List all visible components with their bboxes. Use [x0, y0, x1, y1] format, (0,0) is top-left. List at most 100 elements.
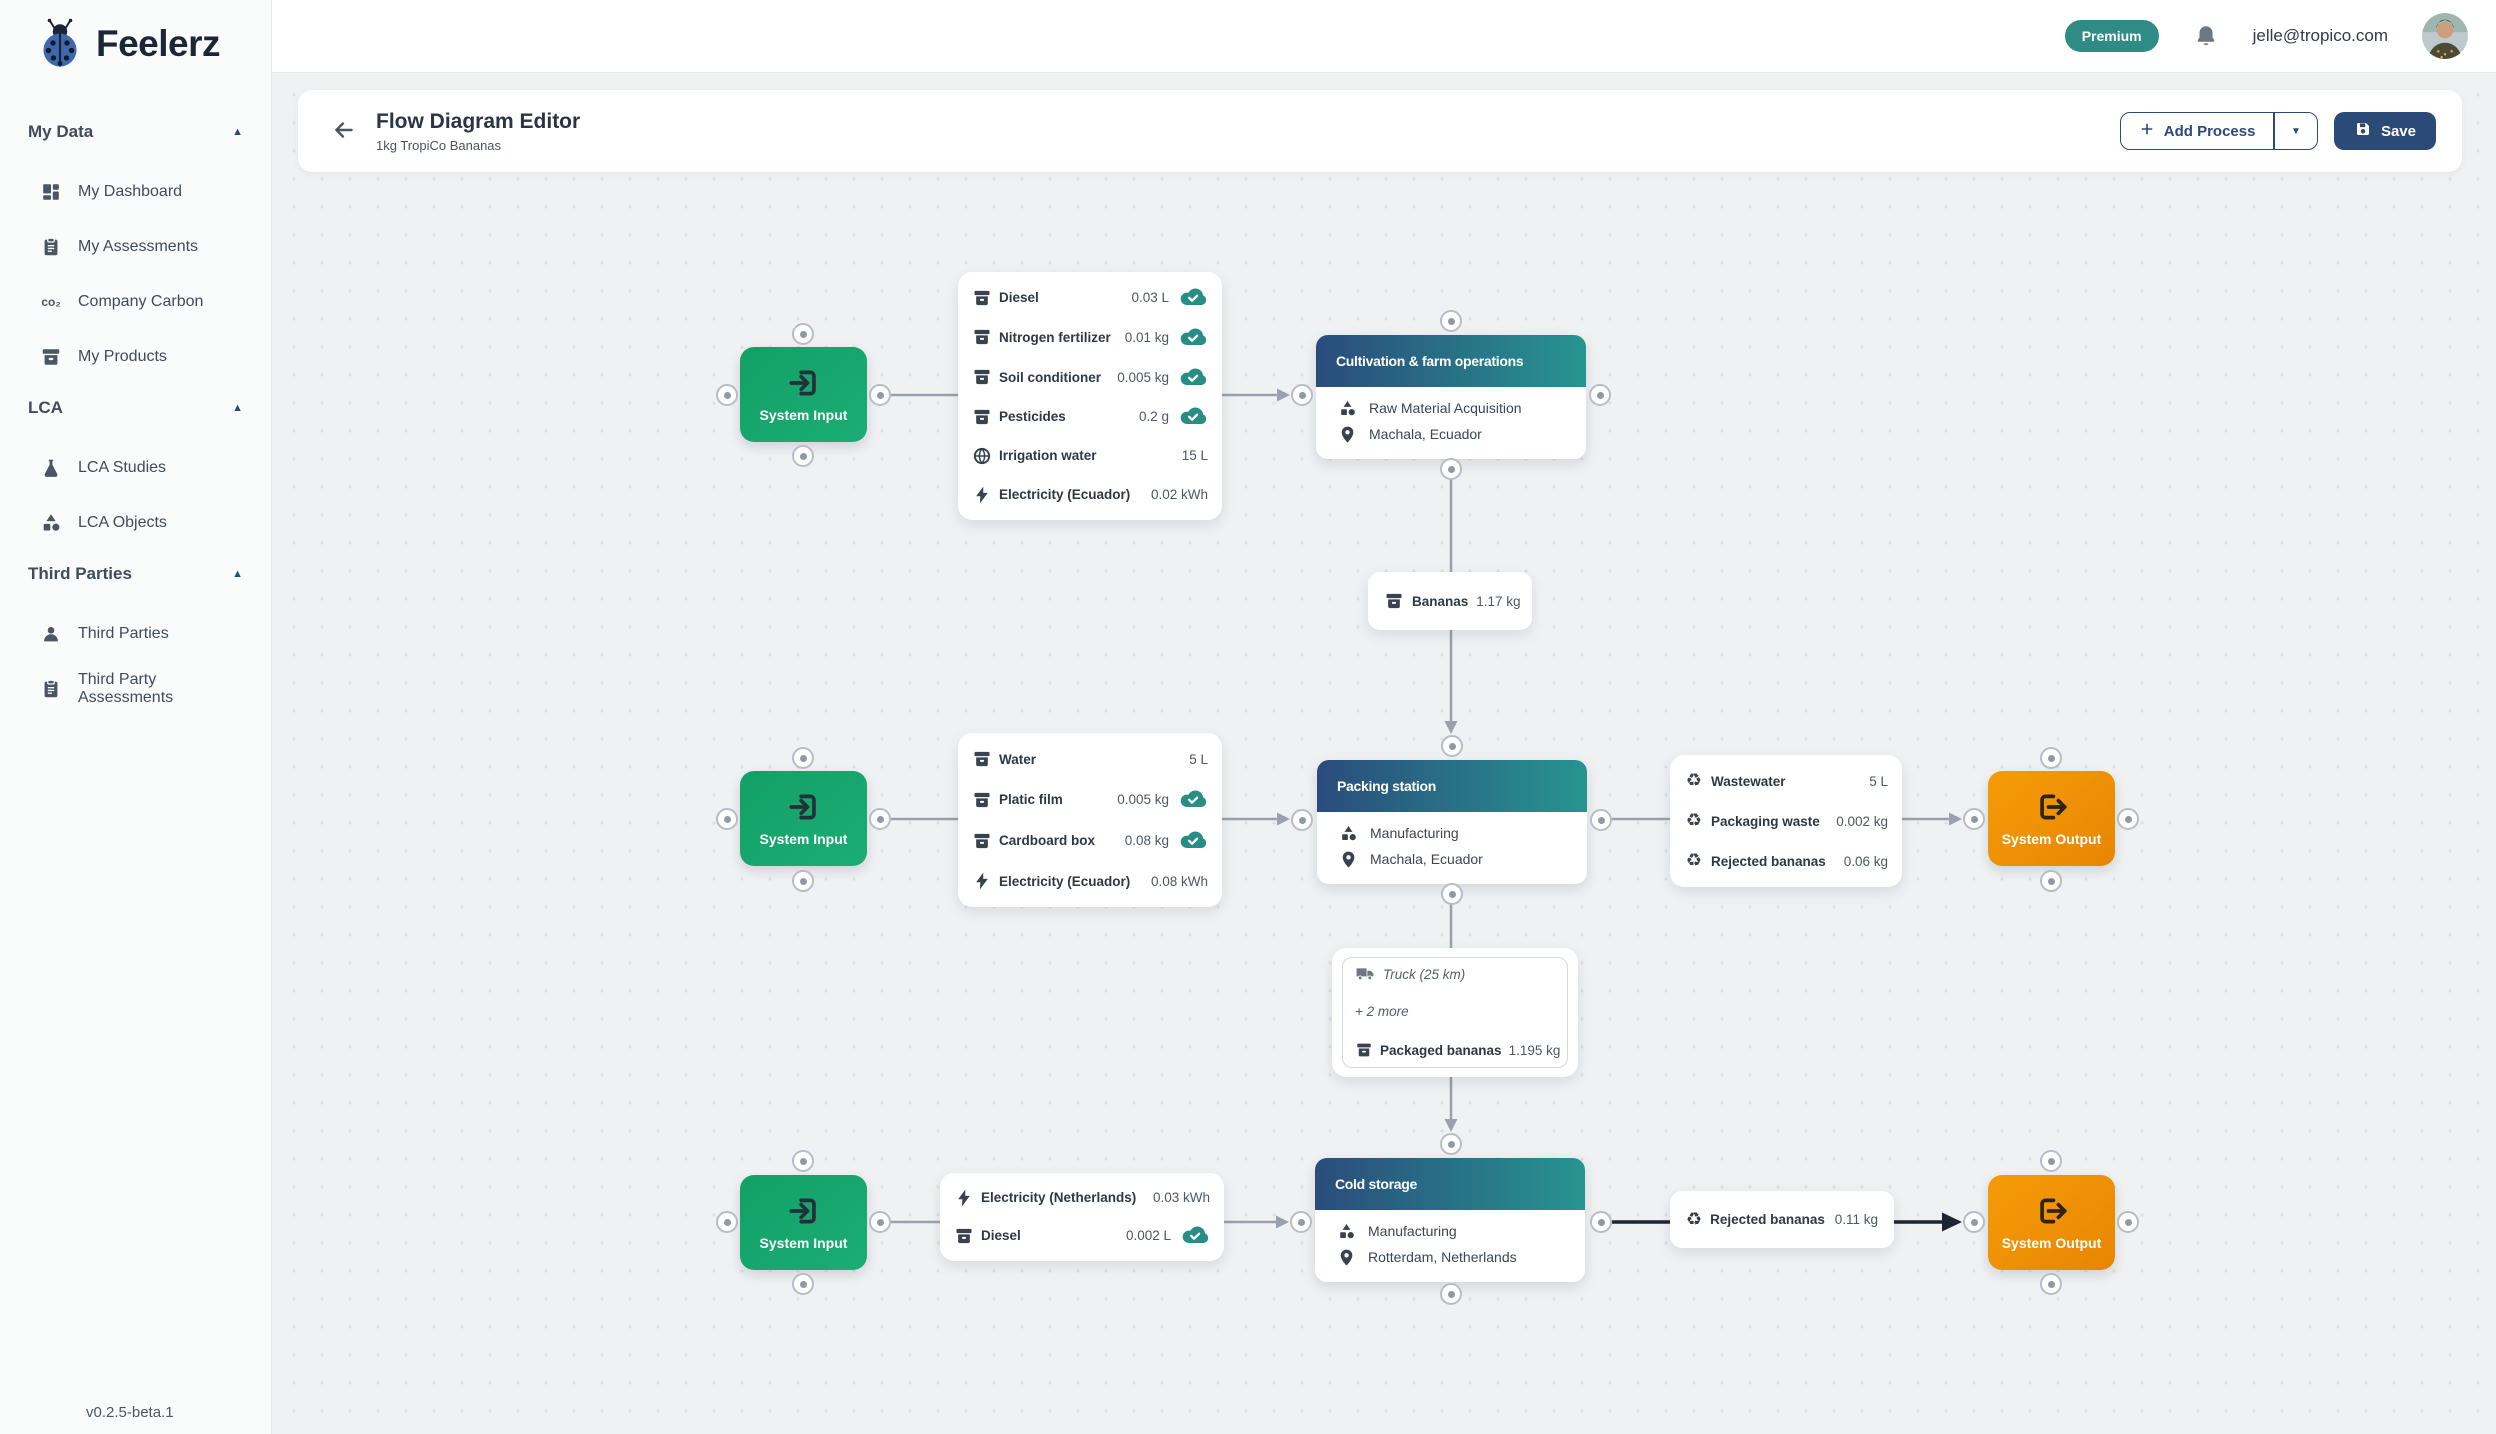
material-icon: [1384, 591, 1404, 611]
save-floppy-icon: [2354, 120, 2372, 142]
sidebar-item-third-parties[interactable]: Third Parties: [0, 606, 271, 661]
process-node-header: Packing station: [1317, 760, 1587, 812]
connection-handle[interactable]: [2040, 747, 2062, 769]
connection-handle[interactable]: [716, 808, 738, 830]
avatar[interactable]: [2422, 13, 2468, 59]
flow-item-row[interactable]: Soil conditioner 0.005 kg: [958, 367, 1222, 388]
flow-item-row[interactable]: ♻ Wastewater 5 L: [1685, 770, 1888, 791]
edge-label-bananas[interactable]: Bananas 1.17 kg: [1368, 572, 1532, 630]
transport-cargo: Packaged bananas 1.195 kg: [1355, 1041, 1560, 1059]
notifications-bell-icon[interactable]: [2193, 23, 2219, 49]
system-input-node[interactable]: System Input: [740, 1175, 867, 1270]
connection-handle[interactable]: [869, 808, 891, 830]
sidebar-section-my-data[interactable]: My Data ▲: [0, 108, 271, 156]
sidebar-section-third-parties[interactable]: Third Parties ▲: [0, 550, 271, 598]
connection-handle[interactable]: [2040, 1150, 2062, 1172]
process-node-packing[interactable]: Packing station Manufacturing Machala, E…: [1317, 760, 1587, 884]
sidebar-item-lca-objects[interactable]: LCA Objects: [0, 495, 271, 550]
system-output-node[interactable]: System Output: [1988, 771, 2115, 866]
flow-item-row[interactable]: Diesel 0.03 L: [958, 287, 1222, 308]
app-logo[interactable]: Feelerz: [34, 16, 221, 72]
connection-handle[interactable]: [1440, 1133, 1462, 1155]
connection-handle[interactable]: [1440, 1283, 1462, 1305]
connection-handle[interactable]: [1291, 809, 1313, 831]
connection-handle[interactable]: [1441, 735, 1463, 757]
map-pin-icon: [1338, 425, 1357, 444]
sidebar-item-label: Third Parties: [78, 624, 169, 642]
electricity-icon: [972, 485, 992, 505]
flow-item-row[interactable]: Diesel 0.002 L: [940, 1225, 1224, 1246]
connection-handle[interactable]: [1290, 1211, 1312, 1233]
page-title: Flow Diagram Editor: [376, 110, 581, 134]
process-stage: Raw Material Acquisition: [1316, 395, 1586, 421]
connection-handle[interactable]: [792, 870, 814, 892]
connection-handle[interactable]: [869, 1211, 891, 1233]
connection-handle[interactable]: [2117, 1211, 2139, 1233]
connection-handle[interactable]: [792, 1150, 814, 1172]
sidebar-item-my-dashboard[interactable]: My Dashboard: [0, 164, 271, 219]
page-titles: Flow Diagram Editor 1kg TropiCo Bananas: [376, 109, 580, 152]
flow-item-row[interactable]: Electricity (Ecuador) 0.02 kWh: [958, 485, 1222, 505]
system-output-node[interactable]: System Output: [1988, 1175, 2115, 1270]
node-label: System Input: [759, 407, 848, 423]
save-button[interactable]: Save: [2333, 112, 2436, 150]
flow-item-row[interactable]: ♻ Packaging waste 0.002 kg: [1685, 810, 1888, 831]
add-process-button[interactable]: Add Process: [2121, 113, 2274, 149]
connection-handle[interactable]: [1441, 883, 1463, 905]
flow-item-row[interactable]: Electricity (Ecuador) 0.08 kWh: [958, 871, 1222, 891]
sidebar-item-lca-studies[interactable]: LCA Studies: [0, 440, 271, 495]
material-icon: [1355, 1041, 1373, 1059]
system-input-node[interactable]: System Input: [740, 347, 867, 442]
connection-handle[interactable]: [869, 384, 891, 406]
connection-handle[interactable]: [1590, 1211, 1612, 1233]
flask-icon: [40, 457, 62, 479]
process-node-body: Manufacturing Rotterdam, Netherlands: [1315, 1210, 1585, 1282]
system-input-node[interactable]: System Input: [740, 771, 867, 866]
system-input-icon: [787, 366, 821, 400]
flow-item-row[interactable]: Pesticides 0.2 g: [958, 406, 1222, 427]
process-node-cultivation[interactable]: Cultivation & farm operations Raw Materi…: [1316, 335, 1586, 459]
flow-item-row[interactable]: Nitrogen fertilizer 0.01 kg: [958, 327, 1222, 348]
sidebar-item-third-party-assessments[interactable]: Third Party Assessments: [0, 661, 271, 716]
connection-handle[interactable]: [1291, 384, 1313, 406]
input-list-packing: Water 5 L Platic film 0.005 kg Cardboard…: [958, 733, 1222, 907]
flow-item-row[interactable]: Platic film 0.005 kg: [958, 789, 1222, 810]
connection-handle[interactable]: [716, 1211, 738, 1233]
flow-item-row[interactable]: Electricity (Netherlands) 0.03 kWh: [940, 1188, 1224, 1208]
sidebar-item-company-carbon[interactable]: co₂ Company Carbon: [0, 274, 271, 329]
edge-arrowhead: [1444, 721, 1458, 734]
connection-handle[interactable]: [1963, 808, 1985, 830]
connection-handle[interactable]: [1589, 384, 1611, 406]
add-process-dropdown-button[interactable]: ▼: [2275, 113, 2317, 149]
flow-item-row[interactable]: Water 5 L: [958, 749, 1222, 769]
connection-handle[interactable]: [792, 1273, 814, 1295]
back-button[interactable]: [324, 111, 364, 151]
edge-label-transport[interactable]: Truck (25 km) + 2 more Packaged bananas …: [1332, 948, 1578, 1077]
sidebar-section-lca[interactable]: LCA ▲: [0, 384, 271, 432]
topbar: Premium jelle@tropico.com: [272, 0, 2496, 73]
connection-handle[interactable]: [1963, 1211, 1985, 1233]
flow-item-row[interactable]: Cardboard box 0.08 kg: [958, 830, 1222, 851]
connection-handle[interactable]: [1590, 809, 1612, 831]
sidebar-item-label: My Assessments: [78, 237, 199, 255]
system-output-icon: [2035, 790, 2069, 824]
map-pin-icon: [1337, 1248, 1356, 1267]
connection-handle[interactable]: [2117, 808, 2139, 830]
connection-handle[interactable]: [2040, 870, 2062, 892]
connection-handle[interactable]: [716, 384, 738, 406]
connection-handle[interactable]: [2040, 1273, 2062, 1295]
connection-handle[interactable]: [792, 445, 814, 467]
edge-label-rejected-bananas[interactable]: ♻ Rejected bananas 0.11 kg: [1670, 1191, 1894, 1248]
edge-arrowhead: [1276, 1215, 1289, 1229]
flow-item-row[interactable]: Irrigation water 15 L: [958, 446, 1222, 466]
connection-handle[interactable]: [792, 323, 814, 345]
shapes-icon: [1338, 399, 1357, 418]
process-node-cold-storage[interactable]: Cold storage Manufacturing Rotterdam, Ne…: [1315, 1158, 1585, 1282]
connection-handle[interactable]: [1440, 458, 1462, 480]
connection-handle[interactable]: [792, 747, 814, 769]
system-output-icon: [2035, 1194, 2069, 1228]
sidebar-item-my-assessments[interactable]: My Assessments: [0, 219, 271, 274]
sidebar-item-my-products[interactable]: My Products: [0, 329, 271, 384]
flow-item-row[interactable]: ♻ Rejected bananas 0.06 kg: [1685, 850, 1888, 871]
connection-handle[interactable]: [1440, 310, 1462, 332]
